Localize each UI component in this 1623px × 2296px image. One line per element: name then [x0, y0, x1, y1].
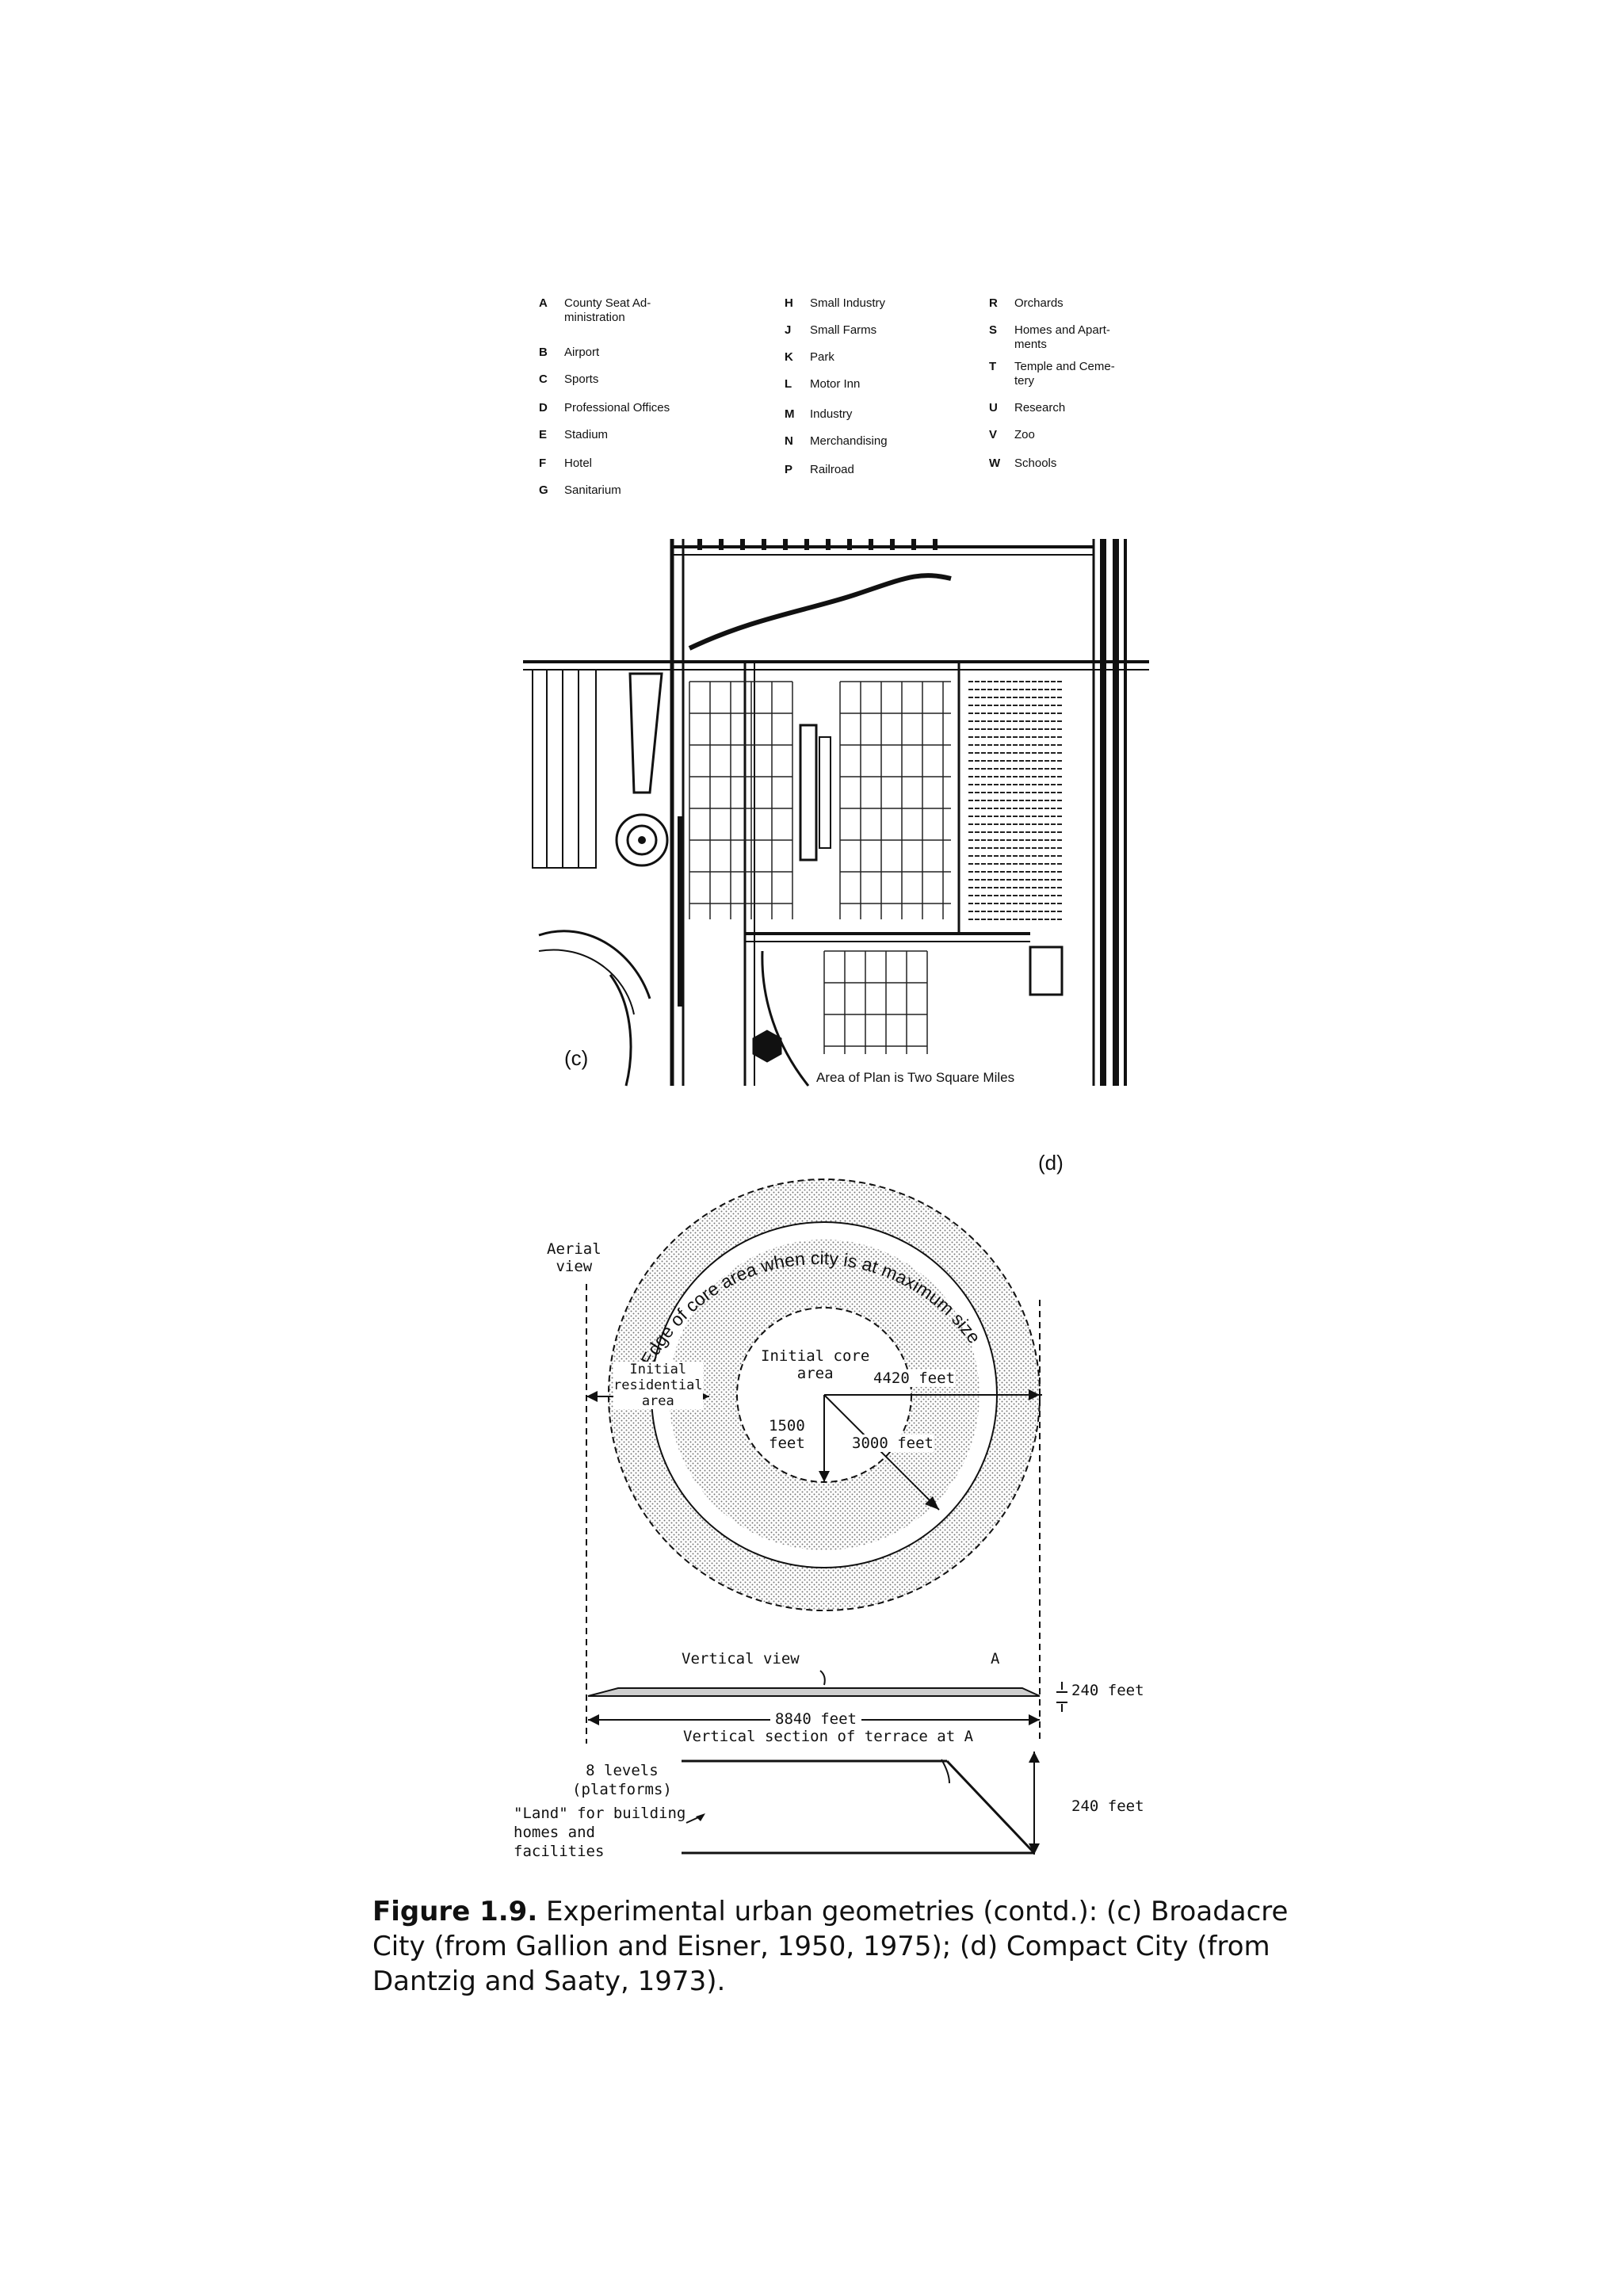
legend-text: Hotel — [564, 457, 593, 470]
legend-text: Research — [1014, 401, 1066, 415]
legend-text: Zoo — [1014, 428, 1035, 441]
legend-key: F — [539, 457, 547, 470]
road-tick — [869, 539, 873, 550]
legend-key: G — [539, 483, 548, 497]
legend-key: U — [989, 401, 998, 415]
legend-key: V — [989, 428, 998, 441]
radius-4420-label: 4420 feet — [873, 1370, 955, 1387]
road-tick — [890, 539, 895, 550]
road-tick — [762, 539, 766, 550]
road-tick — [911, 539, 916, 550]
legend-key: K — [785, 350, 793, 364]
road-tick — [847, 539, 852, 550]
road-tick — [697, 539, 702, 550]
legend-text: Motor Inn — [810, 377, 861, 391]
vertical-view-label: Vertical view — [682, 1650, 800, 1668]
panel-c-label: (c) — [564, 1046, 589, 1070]
section-title-label: Vertical section of terrace at A — [683, 1728, 974, 1745]
legend-text: Professional Offices — [564, 401, 670, 415]
legend-key: D — [539, 401, 548, 415]
aerial-view-label: Aerial view — [547, 1240, 601, 1275]
legend-text: Park — [810, 350, 834, 364]
legend-key: W — [989, 457, 1001, 470]
road-tick — [826, 539, 831, 550]
legend-key: R — [989, 296, 998, 310]
legend-text: Small Industry — [810, 296, 886, 310]
initial-residential-label: Initial residential area — [613, 1362, 703, 1409]
legend-text: Schools — [1014, 457, 1057, 470]
legend-key: N — [785, 434, 793, 448]
legend-key: T — [989, 360, 997, 373]
legend-key: A — [539, 296, 548, 310]
legend-key: M — [785, 407, 795, 421]
legend-text: Sanitarium — [564, 483, 621, 497]
legend-key: S — [989, 323, 998, 337]
panel-d-label: (d) — [1038, 1151, 1064, 1175]
point-a-label: A — [991, 1650, 1000, 1668]
legend-key: C — [539, 372, 548, 386]
legend-text: Industry — [810, 407, 853, 421]
figure-number: Figure 1.9. — [372, 1896, 538, 1927]
road-tick — [783, 539, 788, 550]
radius-3000-label: 3000 feet — [852, 1435, 934, 1452]
road-tick — [740, 539, 745, 550]
legend-text: Stadium — [564, 428, 609, 441]
legend-key: H — [785, 296, 793, 310]
levels-label: 8 levels (platforms) — [572, 1762, 672, 1798]
legend-key: L — [785, 377, 792, 391]
legend-key: E — [539, 428, 548, 441]
legend-key: J — [785, 323, 792, 337]
height-240-top-label: 240 feet — [1071, 1682, 1144, 1699]
height-240-side-label: 240 feet — [1071, 1797, 1144, 1815]
figure-caption: Figure 1.9. Experimental urban geometrie… — [372, 1894, 1292, 1999]
radius-1500-label: 1500 feet — [769, 1417, 805, 1452]
legend-text: Homes and Apart- ments — [1014, 323, 1110, 351]
width-8840-label: 8840 feet — [770, 1710, 861, 1728]
legend-text: Temple and Ceme- tery — [1014, 360, 1115, 388]
legend-text: Railroad — [810, 463, 854, 476]
initial-core-label: Initial core area — [761, 1347, 870, 1382]
road-tick — [933, 539, 938, 550]
road-tick — [804, 539, 809, 550]
vertical-view-profile — [587, 1687, 1041, 1697]
legend-text: Airport — [564, 346, 600, 359]
legend-text: Merchandising — [810, 434, 888, 448]
legend-text: County Seat Ad- ministration — [564, 296, 651, 324]
legend-key: P — [785, 463, 793, 476]
figure-caption-text: Experimental urban geometries (contd.): … — [372, 1896, 1289, 1997]
land-label: "Land" for building homes and facilities — [514, 1805, 686, 1860]
area-note: Area of Plan is Two Square Miles — [816, 1070, 1015, 1085]
legend-text: Orchards — [1014, 296, 1064, 310]
legend-text: Small Farms — [810, 323, 877, 337]
legend-key: B — [539, 346, 548, 359]
road-tick — [719, 539, 724, 550]
legend-text: Sports — [564, 372, 599, 386]
